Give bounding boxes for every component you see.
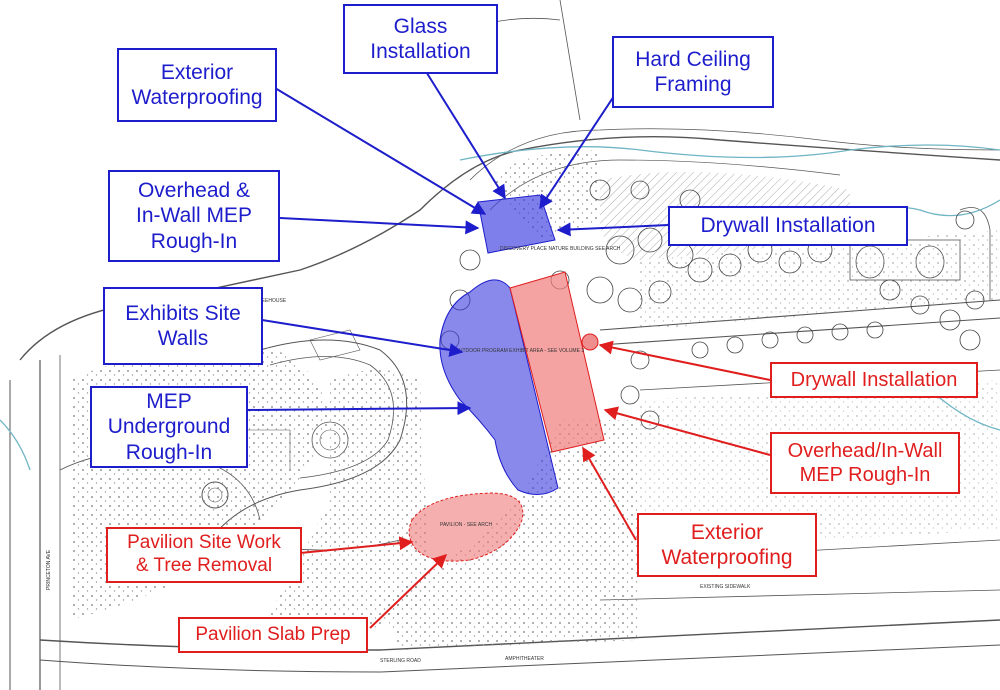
note-street-left: PRINCETON AVE <box>46 549 52 590</box>
note-pavilion: PAVILION - SEE ARCH <box>440 522 492 528</box>
arrow-glass <box>419 61 506 200</box>
arrow-red-waterproofing <box>582 446 637 541</box>
callout-pavilion-site-work: Pavilion Site Work & Tree Removal <box>106 527 302 583</box>
arrow-mep-underground <box>247 401 472 416</box>
callout-pavilion-slab-prep: Pavilion Slab Prep <box>178 617 368 653</box>
callout-overhead-mep-blue: Overhead & In-Wall MEP Rough-In <box>108 170 280 262</box>
note-treehouse: TREEHOUSE <box>255 298 287 304</box>
blue-zone-building <box>477 194 556 254</box>
callout-drywall-installation-red: Drywall Installation <box>770 362 978 398</box>
arrow-red-overhead <box>603 406 771 456</box>
callout-glass-installation: Glass Installation <box>343 4 498 74</box>
callout-exterior-waterproofing-blue: Exterior Waterproofing <box>117 48 277 122</box>
arrow-red-pavilion-slab <box>369 554 448 629</box>
callout-exterior-waterproofing-red: Exterior Waterproofing <box>637 513 817 577</box>
note-discovery-place: DISCOVERY PLACE NATURE BUILDING SEE ARCH <box>500 246 621 252</box>
red-zone-building <box>509 271 605 453</box>
callout-exhibits-site-walls: Exhibits Site Walls <box>103 287 263 365</box>
note-street-bottom: STERLING ROAD <box>380 658 421 664</box>
note-amphitheater: AMPHITHEATER <box>505 656 544 662</box>
arrow-drywall <box>556 222 669 237</box>
arrow-overhead-mep <box>279 217 480 235</box>
blue-zone-exhibits <box>439 279 559 495</box>
note-outdoor-program: OUTDOOR PROGRAM EXHIBIT AREA - SEE VOLUM… <box>455 348 584 354</box>
red-marker-drywall <box>581 333 599 351</box>
arrow-exterior-waterproofing <box>274 87 487 215</box>
arrow-red-pavilion-site <box>299 536 414 554</box>
tree-symbols <box>440 179 985 430</box>
red-arrows <box>299 340 771 629</box>
callout-hard-ceiling-framing: Hard Ceiling Framing <box>612 36 774 108</box>
arrow-exhibits <box>261 319 464 357</box>
plan-notes: PRINCETON AVE STERLING ROAD DISCOVERY PL… <box>46 246 751 664</box>
work-zones <box>408 194 605 562</box>
callout-drywall-installation-blue: Drywall Installation <box>668 206 908 246</box>
blue-arrows <box>247 61 669 416</box>
callout-overhead-mep-red: Overhead/In-Wall MEP Rough-In <box>770 432 960 494</box>
arrow-hard-ceiling <box>539 89 619 210</box>
arrow-red-drywall <box>598 340 771 381</box>
note-sidewalk: EXISTING SIDEWALK <box>700 584 751 590</box>
red-zone-pavilion <box>408 492 524 562</box>
callout-mep-underground: MEP Underground Rough-In <box>90 386 248 468</box>
